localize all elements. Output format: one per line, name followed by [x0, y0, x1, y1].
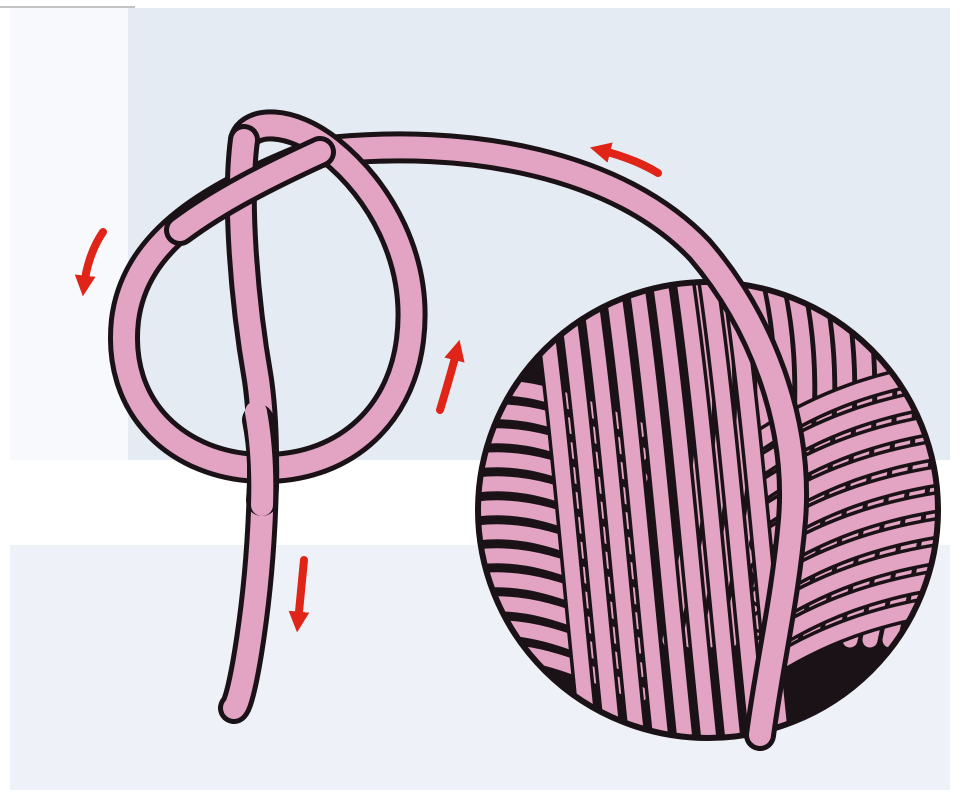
- knot-illustration: [0, 0, 969, 792]
- yarn-diagram-svg: [0, 0, 969, 792]
